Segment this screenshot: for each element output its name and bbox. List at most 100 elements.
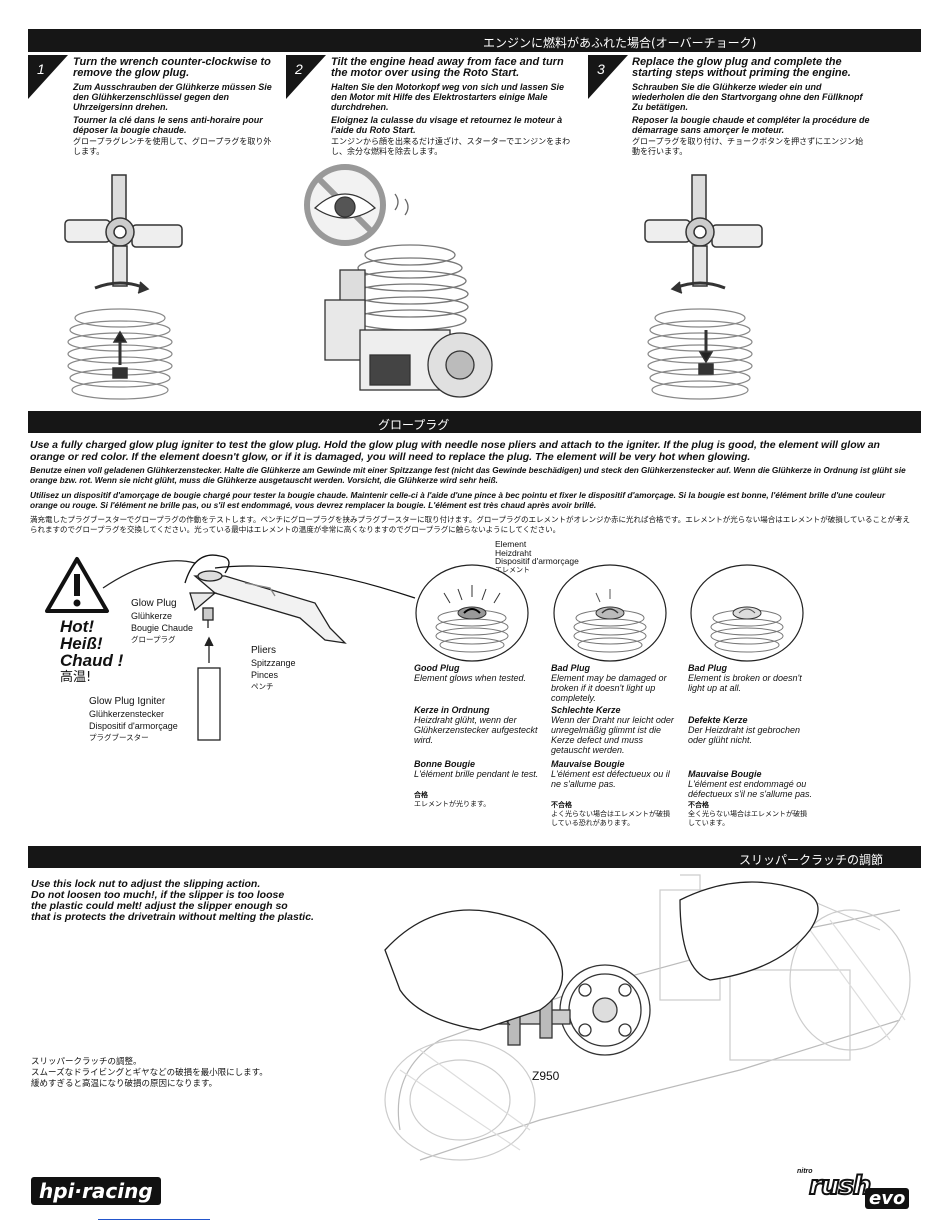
- plug-good-de: Heizdraht glüht, wenn der Glühkerzenstec…: [414, 715, 538, 745]
- glow-instructions-de: Benutze einen voll geladenen Glühkerzens…: [30, 466, 906, 485]
- footer-rule: [98, 1219, 210, 1220]
- plug-bad2-fr: L'élément est endommagé ou défectueux s'…: [688, 779, 813, 799]
- plug-good-jp-title: 合格: [414, 791, 428, 799]
- step-3-marker: [588, 55, 628, 99]
- plug-good-en-title: Good Plug: [414, 663, 460, 673]
- label-glowplug-fr: Bougie Chaude: [131, 623, 194, 633]
- slipper-en-line-1: Use this lock nut to adjust the slipping…: [31, 878, 261, 890]
- slipper-instructions-jp: スリッパークラッチの調整。 スムーズなドライビングとギヤなどの破損を最小限にしま…: [31, 1057, 268, 1090]
- hot-jp: 高温!: [60, 670, 92, 685]
- label-element-fr: Dispositif d'armorçage: [495, 556, 579, 566]
- label-element: Element Heizdraht Dispositif d'armorçage…: [495, 540, 579, 574]
- step-3-title: Replace the glow plug and complete the s…: [632, 56, 851, 79]
- rush-evo-logo: nitro rush evo: [795, 1168, 920, 1214]
- good-plug-illustration: [415, 564, 529, 662]
- glow-instructions-jp: 満充電したプラグブースターでグロープラグの作動をテストします。ペンチにグロープラ…: [30, 515, 910, 534]
- label-pliers-jp: ペンチ: [251, 682, 274, 691]
- overchoke-banner: エンジンに燃料があふれた場合(オーバーチョーク): [28, 29, 921, 52]
- step-2-marker: [286, 55, 326, 99]
- warning-icon: [45, 557, 109, 613]
- plug-bad1-fr: L'élément est défectueux ou il ne s'allu…: [551, 769, 670, 789]
- callout-line: [214, 565, 416, 599]
- plug-bad2-en: Element is broken or doesn't light up at…: [688, 673, 802, 693]
- bad-plug-broken-illustration: [690, 564, 804, 662]
- plug-caption-good: Good Plug Element glows when tested. Ker…: [414, 663, 539, 809]
- plug-good-fr-title: Bonne Bougie: [414, 759, 475, 769]
- slipper-instructions-en: Use this lock nut to adjust the slipping…: [31, 879, 314, 923]
- rush-evo-logo-evo: evo: [865, 1188, 910, 1209]
- step-1-text: Turn the wrench counter-clockwise to rem…: [73, 57, 273, 157]
- label-element-en: Element: [495, 539, 527, 549]
- step-1-jp: グロープラグレンチを使用して、グロープラグを取り外します。: [73, 137, 272, 156]
- step-1-de: Zum Ausschrauben der Glühkerze müssen Si…: [73, 82, 272, 112]
- label-glowplug: Glow Plug Glühkerze Bougie Chaude グロープラグ: [131, 598, 193, 646]
- label-igniter-fr: Dispositif d'armorçage: [89, 721, 178, 731]
- hot-warning: Hot! Heiß! Chaud ! 高温!: [60, 618, 123, 686]
- slipper-banner-title: スリッパークラッチの調節: [739, 853, 884, 867]
- label-glowplug-de: Glühkerze: [131, 611, 173, 621]
- plug-caption-bad-dim: Bad Plug Element may be damaged or broke…: [551, 663, 676, 828]
- slipper-jp-line-1: スリッパークラッチの調整。: [31, 1057, 142, 1067]
- step-2-text: Tilt the engine head away from face and …: [331, 57, 576, 157]
- plug-good-jp: エレメントが光ります。: [414, 800, 491, 808]
- label-pliers: Pliers Spitzzange Pinces ペンチ: [251, 645, 296, 693]
- plug-good-fr: L'élément brille pendant le test.: [414, 769, 539, 779]
- step-3-number: 3: [597, 61, 605, 77]
- step-2-de: Halten Sie den Motorkopf weg von sich un…: [331, 82, 565, 112]
- plug-good-de-title: Kerze in Ordnung: [414, 705, 490, 715]
- slipper-jp-line-3: 緩めすぎると高温になり破損の原因になります。: [31, 1079, 218, 1089]
- plug-bad2-en-title: Bad Plug: [688, 663, 728, 673]
- label-glowplug-en: Glow Plug: [131, 598, 177, 609]
- pliers-igniter-illustration: [102, 554, 416, 741]
- part-number: Z950: [532, 1069, 560, 1083]
- hot-en: Hot!: [60, 617, 94, 636]
- glow-instructions-en: Use a fully charged glow plug igniter to…: [30, 439, 880, 463]
- label-igniter-jp: プラグブースター: [89, 733, 149, 742]
- hpi-racing-logo: hpi·racing: [31, 1177, 161, 1205]
- label-igniter-de: Glühkerzenstecker: [89, 709, 165, 719]
- hot-fr: Chaud !: [60, 651, 124, 670]
- label-igniter: Glow Plug Igniter Glühkerzenstecker Disp…: [89, 696, 178, 744]
- plug-good-en: Element glows when tested.: [414, 673, 527, 683]
- plug-bad2-fr-title: Mauvaise Bougie: [688, 769, 762, 779]
- slipper-en-line-2: Do not loosen too much!, if the slipper …: [31, 889, 285, 901]
- label-glowplug-jp: グロープラグ: [131, 635, 176, 644]
- rush-evo-logo-rush: rush: [808, 1170, 872, 1202]
- plug-bad2-jp-title: 不合格: [688, 801, 709, 809]
- label-pliers-en: Pliers: [251, 645, 277, 656]
- plug-bad1-en: Element may be damaged or broken if it d…: [551, 673, 667, 703]
- plug-bad2-jp: 全く光らない場合はエレメントが破損しています。: [688, 810, 807, 827]
- step-3-de: Schrauben Sie die Glühkerze wieder ein u…: [632, 82, 863, 112]
- plug-bad1-de: Wenn der Draht nur leicht oder unregelmä…: [551, 715, 674, 755]
- glow-instructions-fr: Utilisez un dispositif d'amorçage de bou…: [30, 490, 886, 510]
- label-element-de: Heizdraht: [495, 547, 532, 558]
- plug-bad1-en-title: Bad Plug: [551, 663, 591, 673]
- step-1-title: Turn the wrench counter-clockwise to rem…: [73, 56, 271, 79]
- slipper-jp-line-2: スムーズなドライビングとギヤなどの破損を最小限にします。: [31, 1068, 268, 1078]
- plug-bad2-de-title: Defekte Kerze: [688, 715, 748, 725]
- hot-de: Heiß!: [60, 634, 103, 653]
- slipper-clutch-illustration: [384, 874, 911, 1161]
- step-3-jp: グロープラグを取り付け、チョークボタンを押さずにエンジン始動を行います。: [632, 137, 864, 156]
- step-3-fr: Reposer la bougie chaude et compléter la…: [632, 115, 870, 135]
- glowplug-banner: グロープラグ: [28, 411, 921, 433]
- slipper-en-line-3: the plastic could melt! adjust the slipp…: [31, 900, 288, 912]
- step-2-jp: エンジンから顔を出来るだけ遠ざけ、スターターでエンジンをまわし、余分な燃料を除去…: [331, 137, 571, 156]
- engine-rotostart-illustration: [304, 164, 493, 398]
- step-1-marker: [28, 55, 68, 99]
- label-element-jp: エレメント: [495, 565, 530, 574]
- label-pliers-de: Spitzzange: [251, 658, 296, 668]
- slipper-en-line-4: that is protects the drivetrain without …: [31, 911, 314, 923]
- step-2-title: Tilt the engine head away from face and …: [331, 56, 564, 79]
- plug-bad1-fr-title: Mauvaise Bougie: [551, 759, 625, 769]
- wrench-remove-illustration: [64, 174, 183, 400]
- step-2-number: 2: [295, 61, 303, 77]
- step-3-text: Replace the glow plug and complete the s…: [632, 57, 870, 157]
- plug-bad1-jp-title: 不合格: [551, 801, 572, 809]
- plug-bad1-jp: よく光らない場合はエレメントが破損している恐れがあります。: [551, 810, 670, 827]
- label-pliers-fr: Pinces: [251, 670, 279, 680]
- slipper-banner: スリッパークラッチの調節: [28, 846, 921, 868]
- wrench-install-illustration: [644, 174, 763, 400]
- step-1-number: 1: [37, 61, 45, 77]
- step-2-fr: Eloignez la culasse du visage et retourn…: [331, 115, 563, 135]
